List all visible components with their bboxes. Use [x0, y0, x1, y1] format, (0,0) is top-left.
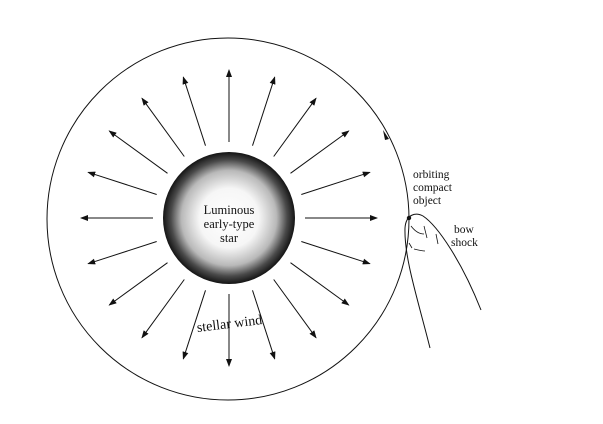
wind-arrow: [301, 241, 371, 265]
wind-arrow: [87, 241, 157, 265]
bow-shock-label-line1: bow: [454, 224, 475, 236]
wind-arrow: [252, 76, 276, 146]
wind-arrow: [141, 279, 185, 339]
wind-arrow: [273, 279, 317, 339]
star-label-line1: Luminous: [204, 203, 255, 217]
wind-arrow: [108, 262, 168, 306]
bow-shock: [404, 213, 482, 349]
wind-arrow: [290, 262, 350, 306]
compact-object: [406, 215, 412, 221]
wind-arrow: [87, 171, 157, 195]
wind-arrow: [290, 130, 350, 174]
wind-arrow: [182, 290, 206, 360]
bow-shock-label-line2: shock: [451, 237, 478, 249]
orbit-direction-arrow: [383, 130, 389, 140]
orbit-label-line1: orbiting: [413, 169, 450, 181]
orbit-label-line3: object: [413, 195, 442, 207]
wind-arrows: [80, 69, 378, 367]
star: [163, 152, 295, 284]
wind-arrow: [182, 76, 206, 146]
star-label-line2: early-type: [204, 217, 255, 231]
star-label-line3: star: [220, 231, 239, 245]
wind-arrow: [108, 130, 168, 174]
wind-arrow: [252, 290, 276, 360]
wind-arrow: [273, 97, 317, 157]
stellar-wind-label: stellar wind: [196, 313, 263, 336]
wind-arrow: [141, 97, 185, 157]
orbit-label-line2: compact: [413, 182, 453, 194]
wind-arrow: [301, 171, 371, 195]
